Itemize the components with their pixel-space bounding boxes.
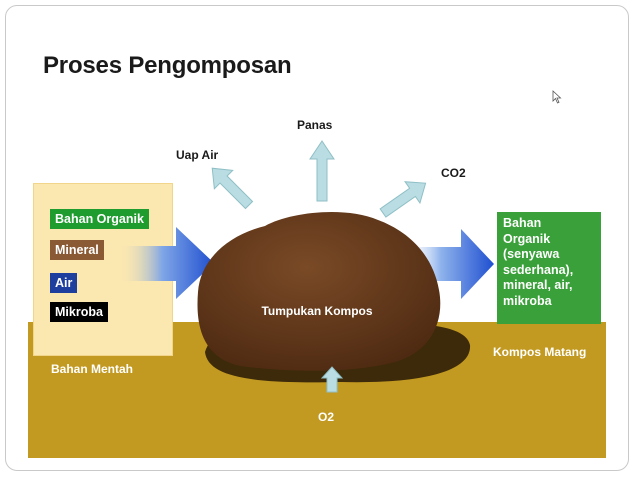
tag-mikroba: Mikroba bbox=[50, 302, 108, 322]
result-text: Bahan Organik (senyawa sederhana), miner… bbox=[503, 216, 574, 308]
arrow-up-icon-co2 bbox=[379, 181, 427, 218]
label-steam: Uap Air bbox=[176, 148, 219, 162]
result-caption: Kompos Matang bbox=[493, 345, 587, 359]
arrow-up-icon-steam bbox=[211, 167, 254, 210]
arrow-up-icon-oxygen bbox=[320, 366, 344, 393]
tag-bahan-organik: Bahan Organik bbox=[50, 209, 149, 229]
pile-label: Tumpukan Kompos bbox=[261, 304, 373, 318]
raw-materials-caption: Bahan Mentah bbox=[51, 362, 134, 376]
raw-materials-panel: Bahan Organik Mineral Air Mikroba bbox=[33, 183, 173, 356]
page-title: Proses Pengomposan bbox=[43, 52, 292, 79]
arrow-right-icon-output bbox=[405, 229, 494, 299]
result-panel: Bahan Organik (senyawa sederhana), miner… bbox=[497, 212, 601, 324]
compost-pile bbox=[197, 212, 441, 371]
cursor-icon bbox=[552, 90, 562, 104]
label-co2: CO2 bbox=[441, 166, 466, 180]
arrow-right-icon-input bbox=[120, 227, 214, 299]
oxygen-label: O2 bbox=[318, 410, 335, 424]
arrow-up-icon-heat bbox=[309, 140, 335, 202]
tag-mineral: Mineral bbox=[50, 240, 104, 260]
tag-air: Air bbox=[50, 273, 78, 293]
label-heat: Panas bbox=[297, 118, 333, 132]
